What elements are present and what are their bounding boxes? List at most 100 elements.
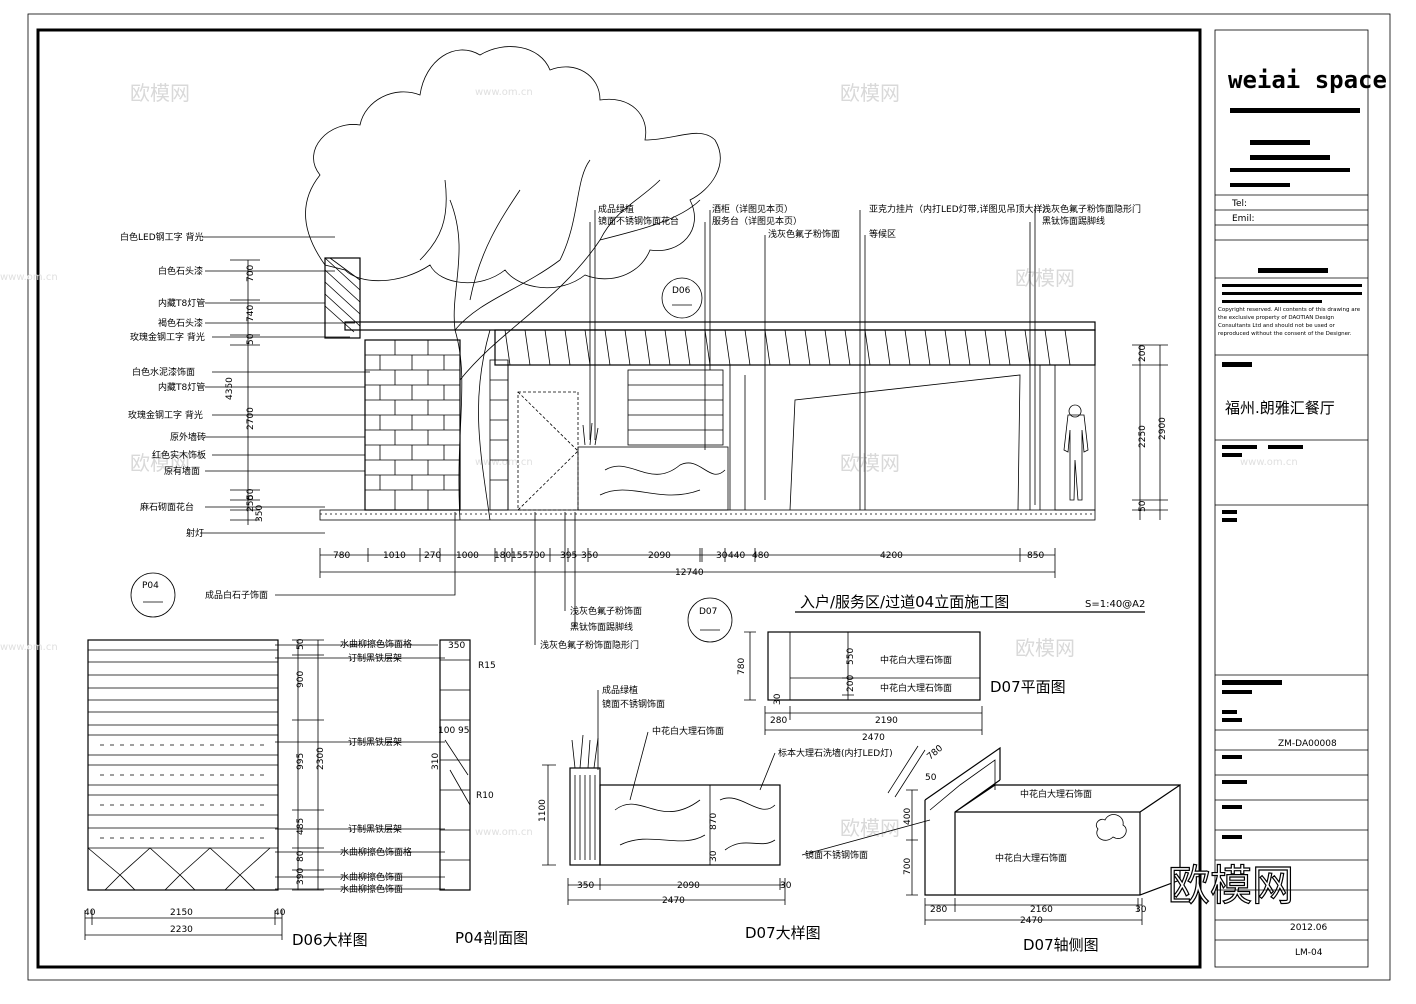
watermark-url: www.om.cn (1240, 457, 1298, 468)
dimension: 80 (296, 850, 306, 862)
dimension: 2300 (316, 747, 326, 770)
dimension: 200 (846, 675, 856, 692)
dimension: 550 (846, 648, 856, 665)
p04-title: P04剖面图 (455, 929, 528, 947)
dimension: 280 (770, 716, 787, 726)
d07-axo: 中花白大理石饰面 中花白大理石饰面 780 50 400 700 280 216… (887, 743, 1181, 954)
watermark-url: www.om.cn (475, 87, 533, 98)
label: 射灯 (186, 527, 204, 539)
watermark-brand: 欧模网 (1015, 636, 1075, 660)
dimension: 440 (728, 551, 745, 561)
dimension: 30 (716, 551, 728, 561)
tag-d06[interactable]: D06 (661, 277, 703, 319)
label: 亚克力挂片（内打LED灯带,详图见吊顶大样） (869, 203, 1052, 215)
human-figure-icon (1063, 404, 1089, 501)
label: 白色石头漆 (158, 265, 203, 277)
tree-canopy (305, 46, 721, 289)
d07-plan-title: D07平面图 (990, 678, 1066, 696)
copyright-text: Copyright reserved. All contents of this… (1218, 307, 1361, 337)
dimension: 2700 (246, 407, 256, 430)
hidden-door (517, 391, 579, 511)
dimension: 100 (438, 726, 455, 736)
label: 玫瑰金钢工字 背光 (130, 331, 205, 343)
bottom-dimensions: 780 1010 270 1000 180 155 700 395 350 20… (319, 548, 1056, 578)
label: 镜面不锈钢饰面花台 (598, 215, 679, 227)
title-block-frame (1214, 29, 1369, 968)
d07-axo-box (924, 746, 1181, 896)
elevation-scale: S=1:40@A2 (1085, 599, 1145, 610)
title-block: weiai space Tel: Emil: Copyright reserve… (1215, 66, 1387, 958)
tag-p04[interactable]: P04 (130, 572, 176, 618)
dimension: 2190 (875, 716, 898, 726)
d07-plan-outline (767, 631, 981, 701)
label: 中花白大理石饰面 (652, 725, 724, 737)
label: 等候区 (869, 228, 896, 240)
watermark-brand: 欧模网 (130, 451, 190, 475)
drawing-date: 2012.06 (1290, 923, 1327, 933)
label: 镜面不锈钢饰面 (602, 698, 665, 710)
dimension: 40 (84, 908, 96, 918)
dimension: 310 (431, 753, 441, 770)
email-label: Emil: (1232, 214, 1255, 224)
label: 内藏T8灯管 (158, 297, 205, 309)
label: 原外墙砖 (170, 431, 206, 443)
stone-pillar-top (324, 257, 361, 339)
label: 成品绿植 (602, 684, 638, 696)
dimension: 2900 (1158, 417, 1168, 440)
dimension: 350 (581, 551, 598, 561)
tree-branches (419, 159, 701, 521)
label: 浅灰色氟子粉饰面 (570, 605, 642, 617)
dimension: 2230 (170, 925, 193, 935)
tag-d07[interactable]: D07 (687, 597, 733, 643)
dimension: 2090 (648, 551, 671, 561)
label: 黑钛饰面踢脚线 (1042, 215, 1105, 227)
dimension: 50 (246, 333, 256, 345)
dimension: 400 (903, 808, 913, 825)
d06-labels: 水曲柳擦色饰面格 订制黑铁层架 订制黑铁层架 订制黑铁层架 水曲柳擦色饰面格 水… (275, 638, 445, 895)
dimension: 350 (577, 881, 594, 891)
total-dimension: 12740 (675, 568, 704, 578)
label: 浅灰色氟子粉饰面 (768, 228, 840, 240)
label: 中花白大理石饰面 (880, 682, 952, 694)
dimension: 180 (494, 551, 511, 561)
dimension: 250 (246, 495, 256, 512)
label: 原有墙面 (164, 465, 200, 477)
dimension: 50 (1138, 500, 1148, 512)
d07-detail: 1100 870 30 350 2090 30 2470 D07大样图 成品绿植… (538, 684, 931, 942)
d07-labels: 成品绿植 镜面不锈钢饰面 中花白大理石饰面 标本大理石洗墙(内打LED灯) 镜面… (597, 684, 931, 861)
dimension: 2160 (1030, 905, 1053, 915)
watermark-brand: 欧模网 (130, 81, 190, 105)
brick-courses (365, 340, 460, 510)
dimension: 995 (296, 753, 306, 770)
d07-plan: 中花白大理石饰面 中花白大理石饰面 780 550 200 30 280 219… (737, 631, 1066, 743)
top-label-group: 成品绿植 镜面不锈钢饰面花台 酒柜（详图见本页） 服务台（详图见本页） 浅灰色氟… (589, 203, 1141, 510)
dimension: R10 (476, 791, 494, 801)
dimension: 2090 (677, 881, 700, 891)
dimension: 155 (511, 551, 528, 561)
bottle-rows (100, 744, 265, 839)
dimension: 740 (246, 305, 256, 322)
label: 红色实木饰板 (152, 449, 206, 461)
dimension: 700 (246, 265, 256, 282)
p04-section: 350 R15 100 95 310 R10 P04剖面图 (431, 639, 528, 947)
dimension: 40 (274, 908, 286, 918)
label: 黑钛饰面踢脚线 (570, 621, 633, 633)
service-counter (577, 446, 729, 511)
label: 内藏T8灯管 (158, 381, 205, 393)
main-elevation: 白色LED钢工字 背光 白色石头漆 内藏T8灯管 褐色石头漆 玫瑰金钢工字 背光… (120, 46, 1168, 651)
dimension: 780 (737, 658, 747, 675)
label: 麻石砌面花台 (140, 501, 194, 513)
dimension: 700 (528, 551, 545, 561)
dimension: 485 (296, 818, 306, 835)
floor-slab (319, 509, 1096, 521)
drawing-number: ZM-DA00008 (1278, 739, 1337, 749)
brand-logo: weiai space (1228, 66, 1387, 94)
label: 中花白大理石饰面 (880, 654, 952, 666)
ceiling-band (494, 329, 1096, 366)
dimension: 395 (560, 551, 577, 561)
label: 白色水泥漆饰面 (132, 366, 195, 378)
dimension: 280 (930, 905, 947, 915)
ceiling-hatch (504, 329, 1071, 366)
